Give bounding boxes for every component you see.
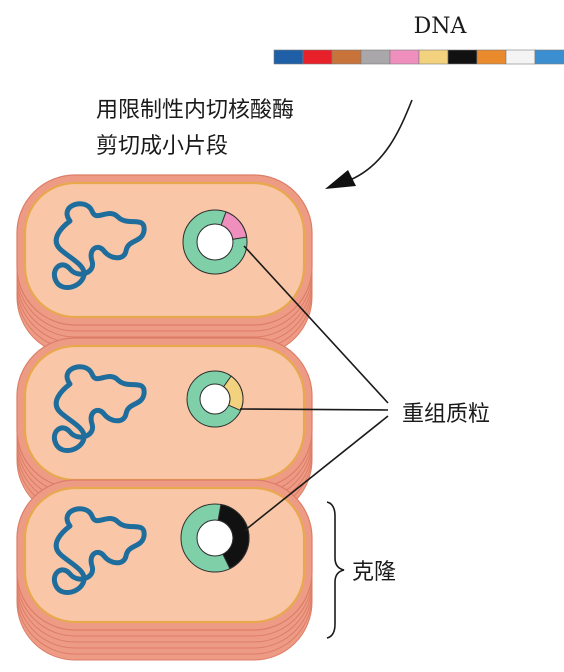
curved-arrow xyxy=(325,99,413,189)
dna-segment xyxy=(447,49,478,65)
dna-label: DNA xyxy=(414,14,468,39)
dna-strip xyxy=(273,49,564,65)
dna-segment xyxy=(476,49,507,65)
plasmid-dna-insert xyxy=(222,375,244,412)
chromosome xyxy=(52,506,147,596)
cell-cytoplasm xyxy=(23,181,306,319)
clone-label: 克隆 xyxy=(352,560,396,585)
bacterial-cell xyxy=(16,337,313,519)
dna-segment xyxy=(360,49,391,65)
cell-cytoplasm xyxy=(23,486,306,624)
plasmid-outer-edge xyxy=(182,209,248,275)
dna-segment xyxy=(505,49,536,65)
cell-cytoplasm xyxy=(23,344,306,482)
plasmid-dna-insert xyxy=(217,503,250,570)
dna-segment xyxy=(331,49,362,65)
dna-segment xyxy=(389,49,420,65)
dna-segment xyxy=(418,49,449,65)
dna-segment xyxy=(273,49,304,65)
pointer-line-2 xyxy=(239,408,389,411)
annotation-line-2: 剪切成小片段 xyxy=(96,134,228,159)
recombinant-plasmid-label: 重组质粒 xyxy=(402,402,490,427)
bacterial-cell xyxy=(16,174,313,356)
clone-brace xyxy=(326,501,345,639)
plasmid-dna-insert xyxy=(220,211,248,240)
chromosome xyxy=(52,201,147,291)
dna-segment xyxy=(534,49,564,65)
pointer-line-1 xyxy=(243,245,389,404)
annotation-line-1: 用限制性内切核酸酶 xyxy=(96,98,294,123)
pointer-line-3 xyxy=(243,415,389,532)
plasmid-hole xyxy=(196,223,234,261)
plasmid-pointer-lines xyxy=(239,245,389,532)
plasmid-ring xyxy=(183,210,247,274)
dna-segment xyxy=(302,49,333,65)
chromosome xyxy=(52,364,147,454)
cell-stack xyxy=(16,174,313,661)
bacterial-cell xyxy=(16,479,313,661)
